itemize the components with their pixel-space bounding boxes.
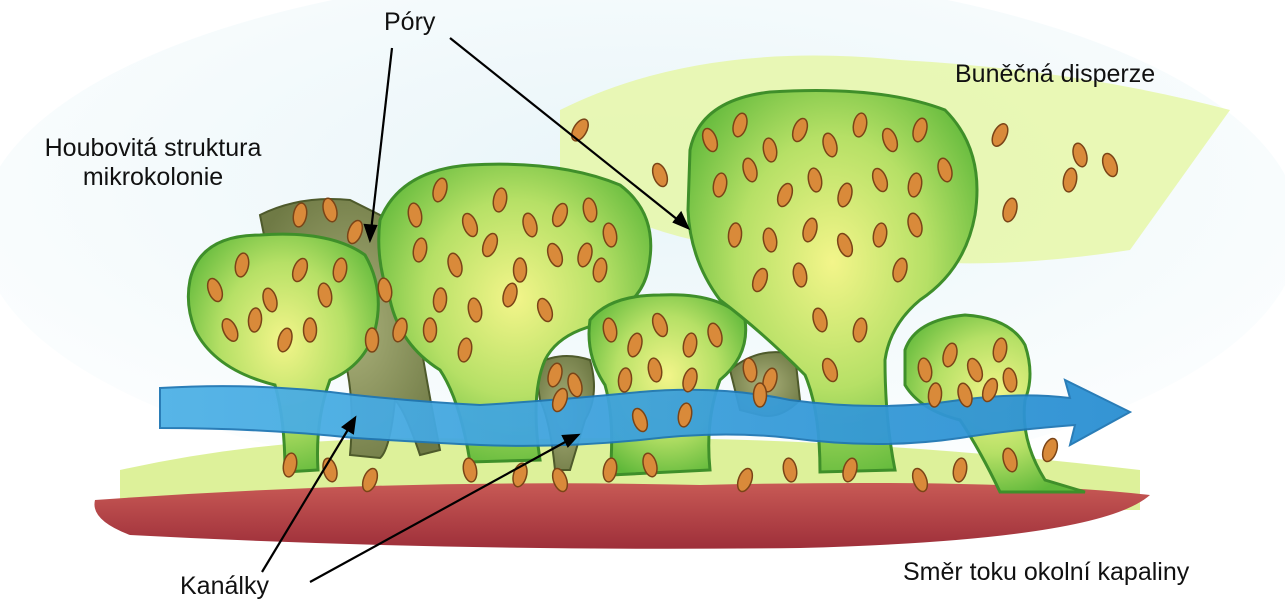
bacterium-cell <box>754 383 767 407</box>
label-sponge-line1: Houbovitá struktura <box>8 134 298 163</box>
bacterium-cell <box>366 328 379 352</box>
bacterium-cell <box>424 318 437 342</box>
label-cell-dispersal: Buněčná disperze <box>955 60 1155 89</box>
label-sponge-line2: mikrokolonie <box>8 163 298 192</box>
bacterium-cell <box>304 318 317 342</box>
substrate <box>94 483 1150 549</box>
bacterium-cell <box>1040 437 1060 464</box>
label-flow-direction: Směr toku okolní kapaliny <box>903 558 1189 587</box>
bacterium-cell <box>514 258 527 282</box>
label-channels: Kanálky <box>180 572 269 601</box>
label-pores: Póry <box>384 8 435 37</box>
label-sponge-structure: Houbovitá struktura mikrokolonie <box>8 134 298 192</box>
